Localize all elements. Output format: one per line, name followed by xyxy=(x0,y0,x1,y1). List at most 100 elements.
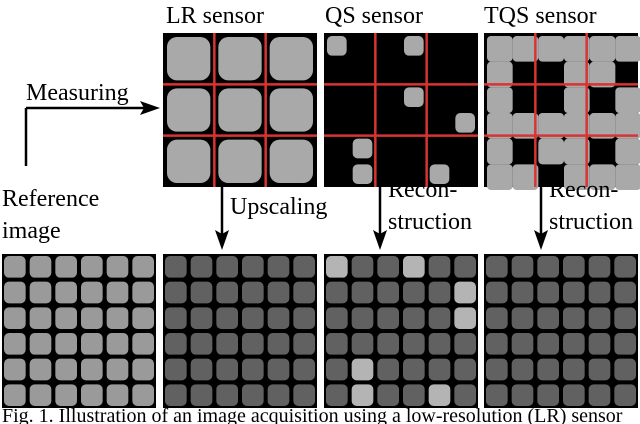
tqs-sensor-pixel-fill xyxy=(489,89,509,109)
qs-recon-tile-tile xyxy=(428,256,451,278)
lr-sensor-cell xyxy=(167,37,211,81)
tqs-recon-label-line1: Recon- xyxy=(549,177,618,203)
tqs-sensor-pixel-fill xyxy=(489,115,509,135)
reference-tile-tile xyxy=(132,333,154,355)
tqs-sensor-pixel-fill xyxy=(514,115,535,135)
tqs-recon-tile-tile xyxy=(614,358,636,381)
qs-recon-tile-tile xyxy=(403,333,425,355)
qs-sensor-background xyxy=(324,33,478,187)
tqs-recon-tile-tile xyxy=(511,281,534,304)
qs-recon-tile-tile xyxy=(403,256,425,278)
tqs-sensor-pixel-fill xyxy=(514,166,535,186)
qs-recon-tile-tile xyxy=(326,384,348,406)
reference-tile-tile xyxy=(55,256,77,278)
reference-tile-tile xyxy=(55,307,77,329)
tqs-sensor-pixel-fill xyxy=(566,89,586,109)
reference-tile-tile xyxy=(81,281,103,304)
tqs-sensor-pixel-fill xyxy=(514,38,535,58)
qs-sensor-pixel xyxy=(455,113,475,133)
reference-tile-tile xyxy=(29,384,52,406)
tqs-recon-tile-tile xyxy=(563,281,585,304)
reference-tile-tile xyxy=(132,358,154,381)
qs-recon-tile-tile xyxy=(377,281,399,304)
lr-sensor-cell xyxy=(167,88,211,132)
tqs-recon-tile-tile xyxy=(537,358,559,381)
reference-tile-tile xyxy=(55,358,77,381)
qs-recon-tile-tile xyxy=(428,384,451,406)
reference-tile-tile xyxy=(106,256,129,278)
qs-recon-tile-tile xyxy=(326,281,348,304)
upscaled-tile-tile xyxy=(242,358,264,381)
tqs-recon-tile-tile xyxy=(537,307,559,329)
upscaled-tile-tile xyxy=(293,384,315,406)
tqs-recon-tile-tile xyxy=(588,281,611,304)
reference-tile-tile xyxy=(55,333,77,355)
reference-label-line2: image xyxy=(2,218,61,244)
lr-sensor-cell xyxy=(218,88,262,132)
reference-tile-tile xyxy=(29,256,52,278)
upscaled-tile-tile xyxy=(242,307,264,329)
qs-sensor-pixel xyxy=(327,36,347,56)
qs-recon-tile-tile xyxy=(326,358,348,381)
tqs-sensor-pixel-fill xyxy=(489,166,509,186)
tqs-sensor-pixel-fill xyxy=(540,38,560,58)
qs-recon-tile-tile xyxy=(377,358,399,381)
tqs-recon-tile-tile xyxy=(537,256,559,278)
upscaled-tile-tile xyxy=(267,384,290,406)
upscaled-tile-tile xyxy=(165,333,187,355)
tqs-recon-tile-tile xyxy=(563,358,585,381)
tqs-sensor-grid xyxy=(484,33,640,190)
reference-tile-tile xyxy=(81,358,103,381)
upscaled-tile-tile xyxy=(216,281,238,304)
qs-recon-tile-tile xyxy=(351,256,374,278)
tqs-recon-tile-tile xyxy=(588,384,611,406)
tqs-recon-tile-tile xyxy=(511,358,534,381)
upscaled-tile-tile xyxy=(293,333,315,355)
tqs-recon-tile-tile xyxy=(511,307,534,329)
qs-sensor-pixel xyxy=(352,164,373,184)
lr-sensor-header: LR sensor xyxy=(166,3,264,29)
tqs-sensor-header: TQS sensor xyxy=(484,3,597,29)
reference-tile-tile xyxy=(81,384,103,406)
qs-reconstruction-grid xyxy=(324,254,478,408)
tqs-sensor-pixel-fill xyxy=(617,115,637,135)
tqs-sensor-pixel-fill xyxy=(566,38,586,58)
upscaled-tile-tile xyxy=(190,256,213,278)
tqs-sensor-pixel-fill xyxy=(617,38,637,58)
tqs-recon-tile-tile xyxy=(614,384,636,406)
tqs-sensor-pixel-fill xyxy=(489,38,509,58)
tqs-sensor-pixel-fill xyxy=(591,166,612,186)
reference-tile-tile xyxy=(132,281,154,304)
upscaled-tile-tile xyxy=(190,384,213,406)
upscaled-tile-tile xyxy=(267,281,290,304)
tqs-recon-label-line2: struction xyxy=(549,209,633,235)
upscaled-tile-tile xyxy=(242,256,264,278)
reference-image-grid xyxy=(2,254,156,408)
reference-tile-tile xyxy=(4,384,26,406)
upscaled-tile-tile xyxy=(242,384,264,406)
reference-tile-tile xyxy=(4,307,26,329)
reference-tile-tile xyxy=(81,333,103,355)
upscaled-tile-tile xyxy=(165,358,187,381)
reference-tile-tile xyxy=(4,281,26,304)
tqs-recon-tile-tile xyxy=(563,333,585,355)
tqs-sensor-pixel-fill xyxy=(489,63,509,84)
qs-recon-tile-tile xyxy=(377,307,399,329)
qs-recon-tile-tile xyxy=(428,281,451,304)
upscaled-tile-tile xyxy=(293,307,315,329)
tqs-sensor-pixel-fill xyxy=(566,140,586,161)
tqs-recon-tile-tile xyxy=(511,256,534,278)
qs-recon-tile-tile xyxy=(428,307,451,329)
qs-sensor-header: QS sensor xyxy=(325,3,423,29)
tqs-sensor-pixel-fill xyxy=(591,115,612,135)
upscaled-tile-tile xyxy=(165,256,187,278)
tqs-recon-tile-tile xyxy=(614,307,636,329)
qs-recon-tile-tile xyxy=(351,281,374,304)
tqs-sensor-pixel-fill xyxy=(591,38,612,58)
qs-recon-tile-tile xyxy=(403,358,425,381)
tqs-recon-tile-tile xyxy=(486,256,508,278)
tqs-sensor-pixel-fill xyxy=(540,115,560,135)
upscaled-tile-tile xyxy=(267,358,290,381)
lr-sensor-cell xyxy=(269,37,313,81)
tqs-sensor-pixel-fill xyxy=(591,63,612,84)
